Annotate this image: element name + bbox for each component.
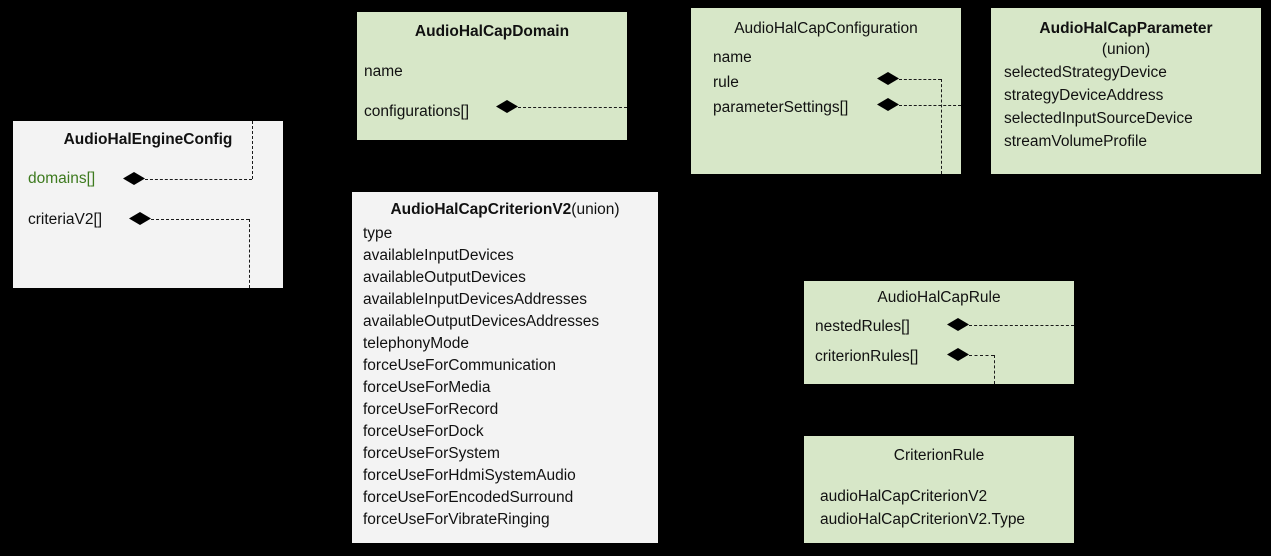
connector-domains-horizontal: [145, 179, 252, 180]
class-box-audio-hal-cap-domain[interactable]: AudioHalCapDomain name configurations[]: [357, 12, 627, 140]
composition-diamond-parameter-settings: [877, 98, 899, 111]
class-title-audio-hal-cap-configuration: AudioHalCapConfiguration: [734, 20, 918, 37]
field-force-use-for-system: forceUseForSystem: [363, 445, 500, 462]
class-title-union-suffix: (union): [571, 201, 620, 218]
connector-criterion-rules-horizontal: [969, 355, 994, 356]
class-box-criterion-rule[interactable]: CriterionRule audioHalCapCriterionV2 aud…: [804, 436, 1074, 543]
field-force-use-for-dock: forceUseForDock: [363, 423, 484, 440]
class-title-audio-hal-engine-config: AudioHalEngineConfig: [63, 131, 233, 148]
connector-criterion-rules-vertical: [994, 355, 995, 384]
field-audio-hal-cap-criterion-v2: audioHalCapCriterionV2: [820, 488, 988, 505]
field-available-output-devices-addresses: availableOutputDevicesAddresses: [363, 313, 600, 330]
field-force-use-for-encoded-surround: forceUseForEncodedSurround: [363, 489, 574, 506]
class-box-audio-hal-cap-criterion-v2[interactable]: AudioHalCapCriterionV2(union) type avail…: [352, 192, 658, 543]
class-title-text: AudioHalCapCriterionV2: [390, 201, 572, 218]
composition-diamond-criterion-rules: [947, 348, 969, 361]
connector-configurations-horizontal: [518, 107, 627, 108]
field-parameter-settings: parameterSettings[]: [713, 99, 849, 116]
class-subtitle-audio-hal-cap-parameter: (union): [1101, 41, 1151, 58]
field-force-use-for-vibrate-ringing: forceUseForVibrateRinging: [363, 511, 550, 528]
connector-parameter-settings-horizontal: [899, 105, 961, 106]
field-force-use-for-record: forceUseForRecord: [363, 401, 499, 418]
connector-nested-rules-horizontal: [969, 325, 1074, 326]
field-selected-strategy-device: selectedStrategyDevice: [1004, 64, 1167, 81]
class-title-criterion-rule: CriterionRule: [893, 447, 985, 464]
class-title-audio-hal-cap-parameter: AudioHalCapParameter: [1039, 20, 1213, 37]
field-telephony-mode: telephonyMode: [363, 335, 469, 352]
field-name-configuration: name: [713, 49, 752, 66]
field-strategy-device-address: strategyDeviceAddress: [1004, 87, 1164, 104]
connector-criteria-horizontal: [151, 219, 249, 220]
composition-diamond-nested-rules: [947, 318, 969, 331]
field-force-use-for-communication: forceUseForCommunication: [363, 357, 556, 374]
class-title-audio-hal-cap-domain: AudioHalCapDomain: [414, 23, 570, 40]
field-force-use-for-media: forceUseForMedia: [363, 379, 491, 396]
class-box-audio-hal-engine-config[interactable]: AudioHalEngineConfig domains[] criteriaV…: [13, 121, 283, 288]
field-available-input-devices-addresses: availableInputDevicesAddresses: [363, 291, 588, 308]
field-domains: domains[]: [28, 170, 96, 187]
field-audio-hal-cap-criterion-v2-type: audioHalCapCriterionV2.Type: [820, 511, 1026, 528]
class-box-audio-hal-cap-parameter[interactable]: AudioHalCapParameter (union) selectedStr…: [991, 8, 1261, 174]
connector-rule-horizontal: [899, 79, 941, 80]
connector-domains-vertical: [252, 121, 253, 179]
field-configurations: configurations[]: [364, 103, 470, 120]
composition-diamond-configurations: [496, 100, 518, 113]
connector-rule-vertical: [941, 79, 942, 174]
composition-diamond-rule: [877, 72, 899, 85]
field-available-input-devices: availableInputDevices: [363, 247, 514, 264]
field-stream-volume-profile: streamVolumeProfile: [1004, 133, 1148, 150]
field-selected-input-source-device: selectedInputSourceDevice: [1004, 110, 1193, 127]
class-title-audio-hal-cap-rule: AudioHalCapRule: [877, 289, 1001, 306]
composition-diamond-criteria-v2: [129, 212, 151, 225]
class-box-audio-hal-cap-configuration[interactable]: AudioHalCapConfiguration name rule param…: [691, 8, 961, 174]
field-criteria-v2: criteriaV2[]: [28, 211, 103, 228]
field-criterion-rules: criterionRules[]: [815, 348, 919, 365]
field-name-domain: name: [364, 63, 403, 80]
connector-criteria-vertical: [249, 219, 250, 288]
field-available-output-devices: availableOutputDevices: [363, 269, 526, 286]
class-box-audio-hal-cap-rule[interactable]: AudioHalCapRule nestedRules[] criterionR…: [804, 281, 1074, 384]
composition-diamond-domains: [123, 172, 145, 185]
field-nested-rules: nestedRules[]: [815, 318, 910, 335]
field-rule: rule: [713, 74, 739, 91]
field-force-use-for-hdmi-system-audio: forceUseForHdmiSystemAudio: [363, 467, 576, 484]
field-type: type: [363, 225, 393, 242]
class-title-audio-hal-cap-criterion-v2: AudioHalCapCriterionV2(union): [352, 200, 658, 220]
